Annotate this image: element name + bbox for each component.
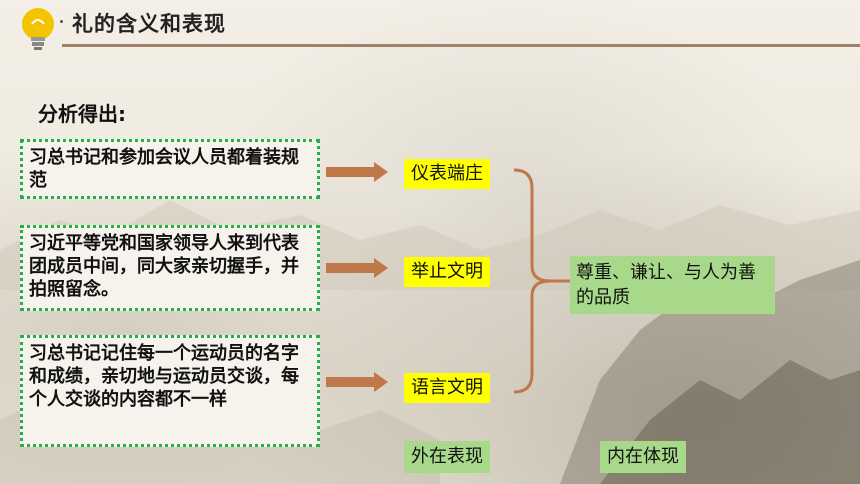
- inner-embodiment-label: 内在体现: [600, 441, 686, 473]
- quality-box: 尊重、谦让、与人为善的品质: [570, 256, 775, 314]
- evidence-box-2: 习近平等党和国家领导人来到代表团成员中间，同大家亲切握手，并拍照留念。: [20, 225, 320, 311]
- behavior-label-3: 语言文明: [404, 373, 490, 403]
- behavior-label-2: 举止文明: [404, 257, 490, 287]
- evidence-text: 习总书记记住每一个运动员的名字和成绩，亲切地与运动员交谈，每个人交谈的内容都不一…: [29, 343, 299, 410]
- right-arrow-icon: [326, 372, 388, 392]
- lightbulb-icon: [22, 8, 54, 50]
- header-divider: [62, 44, 860, 47]
- right-arrow-icon: [326, 162, 388, 182]
- evidence-text: 习近平等党和国家领导人来到代表团成员中间，同大家亲切握手，并拍照留念。: [29, 233, 299, 300]
- behavior-label-1: 仪表端庄: [404, 159, 490, 189]
- outer-expression-label: 外在表现: [404, 441, 490, 473]
- section-subtitle: 分析得出:: [38, 102, 126, 126]
- right-brace: [513, 168, 570, 394]
- page-title: 礼的含义和表现: [72, 12, 226, 36]
- right-arrow-icon: [326, 258, 388, 278]
- evidence-box-3: 习总书记记住每一个运动员的名字和成绩，亲切地与运动员交谈，每个人交谈的内容都不一…: [20, 335, 320, 447]
- evidence-text: 习总书记和参加会议人员都着装规范: [29, 147, 299, 191]
- header-dot: [60, 20, 63, 23]
- evidence-box-1: 习总书记和参加会议人员都着装规范: [20, 139, 320, 199]
